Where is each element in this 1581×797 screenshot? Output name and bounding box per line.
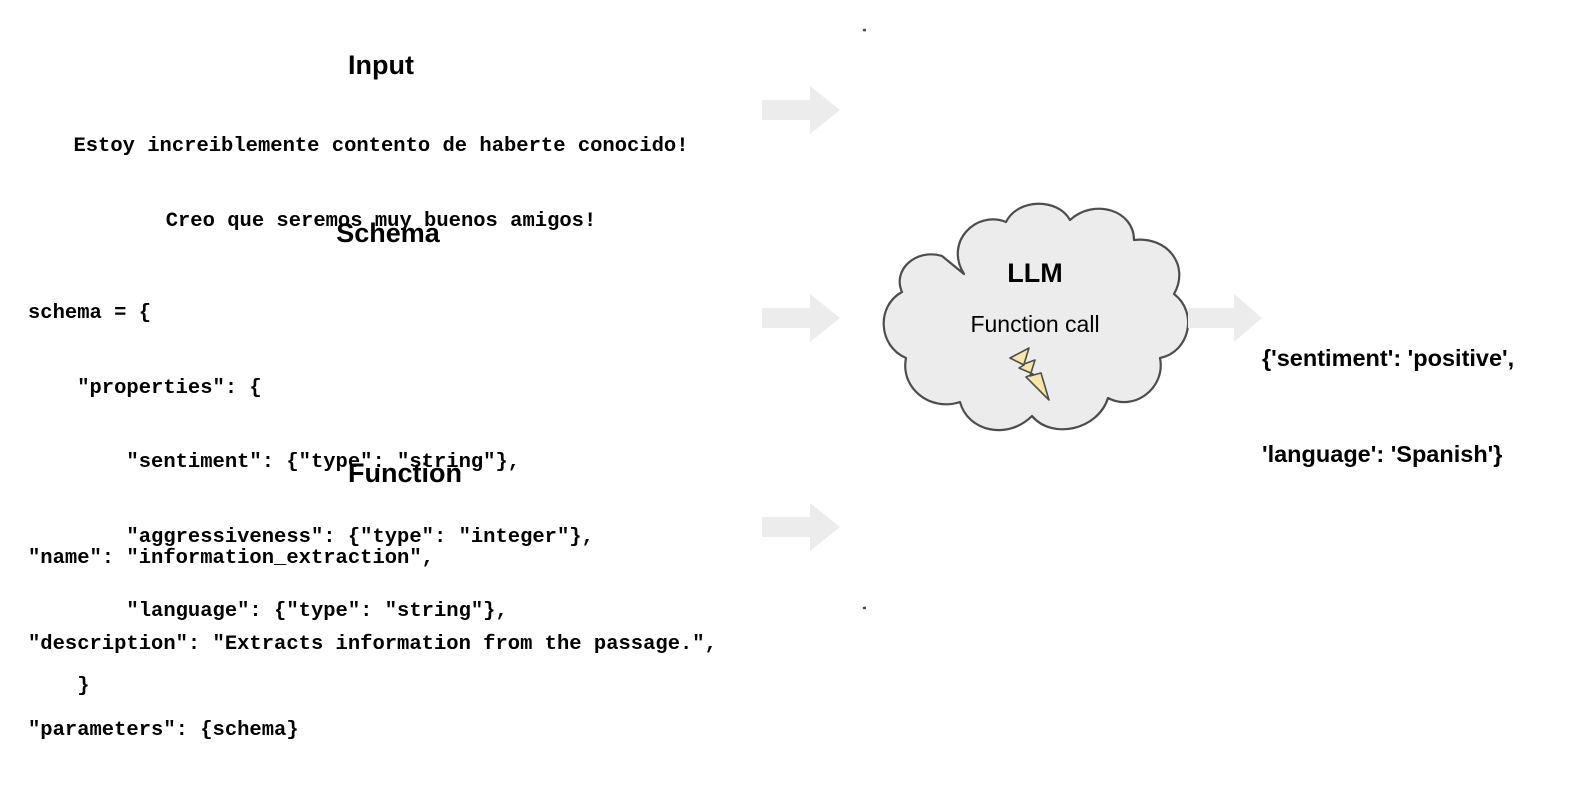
cloud-subtitle: Function call (970, 311, 1100, 337)
schema-line: "sentiment": {"type": "string"}, (28, 451, 521, 474)
schema-line: schema = { (28, 302, 152, 325)
input-line: Estoy increiblemente contento de haberte… (73, 135, 689, 158)
schema-line: "properties": { (28, 376, 262, 400)
output-text-block: {'sentiment': 'positive', 'language': 'S… (1262, 278, 1572, 534)
function-section-title: Function (348, 458, 462, 488)
cloud-shape-icon (882, 202, 1190, 432)
function-line: "parameters": {schema} (28, 719, 299, 742)
llm-cloud: LLM Function call (872, 196, 1198, 448)
function-line: "name": "information_extraction", (28, 547, 434, 570)
lightning-bolt-icon (1009, 347, 1050, 401)
diagram-canvas: Input Estoy increiblemente contento de h… (0, 28, 1572, 742)
schema-line: "language": {"type": "string"}, (28, 600, 508, 623)
output-line: 'language': 'Spanish'} (1262, 441, 1503, 467)
schema-code-block: schema = { "properties": { "sentiment": … (28, 254, 594, 747)
function-line: "description": "Extracts information fro… (28, 633, 717, 656)
input-line: Creo que seremos muy buenos amigos! (165, 210, 597, 233)
cloud-title: LLM (1007, 258, 1063, 288)
function-code-block: "name": "information_extraction", "descr… (28, 493, 717, 797)
schema-arrow-right-icon (762, 294, 840, 342)
input-text-block: Estoy increiblemente contento de haberte… (0, 86, 762, 282)
schema-section-title: Schema (336, 218, 440, 248)
curly-brace-icon (862, 28, 866, 610)
output-line: {'sentiment': 'positive', (1262, 345, 1515, 371)
output-arrow-right-icon (1188, 294, 1262, 342)
function-arrow-right-icon (762, 503, 840, 551)
schema-line: "aggressiveness": {"type": "integer"}, (28, 525, 594, 549)
input-arrow-right-icon (762, 86, 840, 134)
input-section-title: Input (348, 50, 414, 80)
